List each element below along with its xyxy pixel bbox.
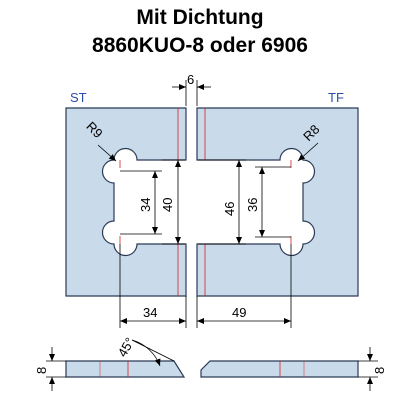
- label-tf: TF: [328, 90, 344, 105]
- left-inner-height: 34: [138, 198, 153, 212]
- label-st: ST: [70, 90, 87, 105]
- thickness-right-dim: [358, 347, 378, 391]
- left-width: 34: [143, 305, 157, 320]
- side-view-right: [200, 360, 359, 378]
- angle-dimension: [131, 339, 175, 367]
- bottom-horizontal-dims: [119, 244, 292, 328]
- left-outer-height: 40: [160, 198, 175, 212]
- title-line-1: Mit Dichtung: [136, 6, 264, 29]
- gap-value: 6: [187, 72, 194, 87]
- right-outer-height: 46: [222, 202, 237, 216]
- angle-value: 45°: [115, 335, 138, 360]
- title-line-2: 8860KUO-8 oder 6906: [92, 34, 308, 57]
- right-vertical-dims: [198, 159, 291, 245]
- left-plate: [65, 107, 187, 297]
- right-plate: [196, 107, 359, 297]
- thickness-right: 8: [372, 367, 387, 374]
- r9-leader: [97, 144, 117, 162]
- left-vertical-dims: [120, 159, 185, 245]
- thickness-left-dim: [46, 347, 66, 391]
- side-view-left: [65, 360, 186, 378]
- thickness-left: 8: [34, 367, 49, 374]
- right-width: 49: [232, 305, 246, 320]
- right-inner-height: 36: [245, 198, 260, 212]
- gap-dimension: [172, 80, 211, 106]
- r8-leader: [297, 142, 319, 162]
- centerlines: [119, 108, 292, 296]
